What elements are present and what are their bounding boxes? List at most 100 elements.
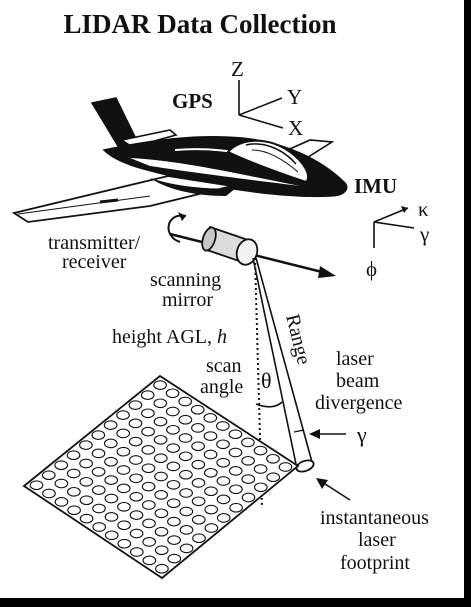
divergence-label-line3: divergence [315, 392, 402, 414]
footprint-spot [204, 523, 219, 533]
footprint-spot [116, 483, 131, 494]
axis-x-label: X [288, 116, 303, 140]
footprint-spot [155, 563, 169, 574]
imu-kappa-label: κ [418, 197, 429, 221]
footprint-spot [216, 494, 231, 505]
footprint-spot [241, 492, 256, 503]
axis-z-label: Z [231, 57, 244, 81]
footprint-spot [117, 520, 131, 531]
footprint-spot [153, 380, 167, 390]
footprint-arrow [316, 478, 351, 501]
footprint-spot [153, 398, 168, 409]
footprint-spot [241, 455, 255, 466]
diagram-canvas: LIDAR Data Collection GPS Z Y X [0, 0, 464, 598]
footprint-spot [167, 553, 182, 564]
footprint-spot [165, 388, 180, 399]
footprint-spot [166, 498, 181, 509]
footprint-spot [128, 436, 143, 447]
footprint-spot [41, 470, 56, 481]
footprint-spot [141, 500, 156, 510]
footprint-spot [203, 467, 218, 478]
footprint-spot [79, 440, 93, 450]
footprint-spot [253, 445, 268, 456]
footprint-spot [203, 413, 218, 423]
footprint-spot [204, 486, 218, 497]
footprint-spot [129, 510, 144, 520]
footprint-spot [191, 514, 206, 525]
scan-angle-label-line2: angle [200, 376, 243, 398]
footprint-spot [154, 471, 168, 482]
laser-beam [252, 257, 315, 473]
footprint-spot [167, 535, 181, 545]
footprint-spot [141, 408, 155, 419]
footprint-spot [79, 458, 93, 469]
footprint-spot [141, 445, 156, 455]
footprint-spot [253, 482, 268, 493]
footprint-label-line1: instantaneous [320, 507, 429, 529]
footprint-spot [153, 416, 168, 427]
transmitter-label-line2: receiver [62, 251, 127, 273]
footprint-spot [54, 460, 69, 471]
lidar-diagram: LIDAR Data Collection GPS Z Y X [11, 9, 429, 580]
footprint-spot [154, 508, 169, 519]
aircraft-illustration [11, 97, 348, 223]
footprint-spot [191, 478, 206, 488]
footprint-spot [154, 526, 169, 537]
footprint-spot [166, 424, 180, 435]
theta-symbol: θ [261, 368, 272, 393]
footprint-spot [67, 486, 81, 497]
footprint-spot [117, 538, 132, 549]
footprint-spot [129, 455, 143, 465]
footprint-spot [42, 488, 56, 499]
scan-angle-label-line1: scan [206, 355, 242, 377]
footprint-spot [128, 418, 143, 429]
mirror-label-line2: mirror [162, 289, 213, 311]
footprint-spot [116, 465, 131, 475]
footprint-spot [228, 466, 243, 476]
footprint-spot [191, 441, 205, 452]
footprint-spot [178, 414, 193, 425]
footprint-spot [203, 431, 218, 441]
footprint-spot [216, 457, 231, 468]
footprint-spot [116, 410, 130, 420]
footprint-spot [142, 518, 156, 529]
footprint-spot [165, 406, 180, 417]
range-label: Range [281, 312, 315, 367]
footprint-spot [103, 420, 118, 430]
footprint-spot [104, 530, 119, 541]
footprint-spot [229, 502, 243, 513]
footprint-spot [191, 459, 206, 470]
scanner-illustration [167, 212, 336, 278]
footprint-spot [91, 466, 106, 477]
footprint-spot [129, 473, 143, 484]
imu-label: IMU [354, 174, 397, 198]
height-nadir-line [254, 257, 263, 509]
footprint-spot [266, 472, 281, 483]
footprint-spot [166, 461, 181, 472]
footprint-spot [216, 476, 231, 486]
footprint-spot [104, 493, 119, 504]
imu-gamma-label: γ [419, 222, 429, 246]
footprint-spot [228, 429, 243, 440]
footprint-spot [54, 478, 69, 489]
footprint-spot [191, 423, 205, 433]
footprint-spot [154, 490, 169, 500]
footprint-spot [129, 528, 144, 539]
footprint-spot [92, 522, 107, 532]
footprint-spot [179, 469, 193, 480]
footprint-spot [92, 503, 106, 514]
footprint-spot [229, 484, 243, 495]
footprint-spot [178, 396, 193, 407]
footprint-spot [166, 479, 181, 490]
footprint-spot [29, 480, 44, 491]
footprint-spot [179, 525, 194, 535]
footprint-spot [79, 476, 94, 487]
footprint-spot [191, 496, 206, 507]
footprint-spot [253, 464, 268, 474]
footprint-spot [179, 543, 194, 554]
divergence-label-line1: laser [336, 348, 374, 370]
footprint-spot [203, 449, 218, 460]
footprint-spot [116, 446, 131, 457]
footprint-spot [79, 513, 94, 524]
